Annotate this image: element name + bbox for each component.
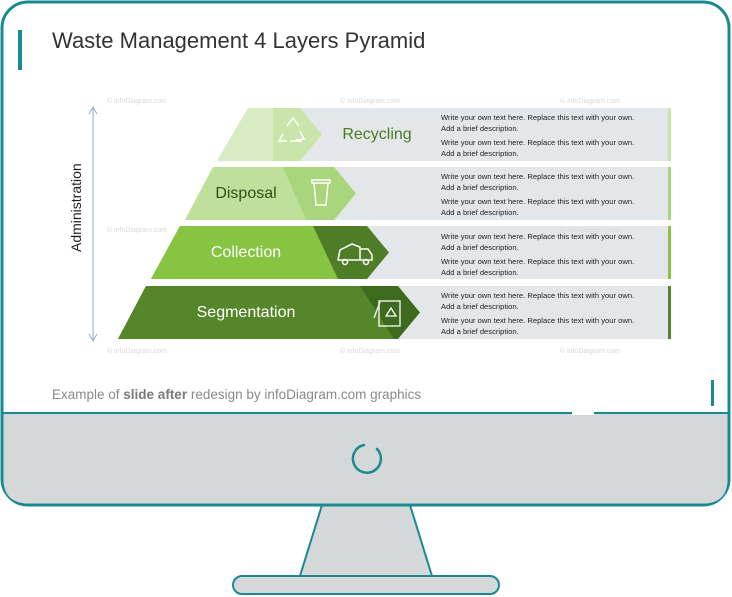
watermark: © infoDiagram.com xyxy=(340,347,400,355)
layer-description-recycling: Write your own text here. Replace this t… xyxy=(441,113,635,158)
layer-label-segmentation: Segmentation xyxy=(196,304,296,321)
footer-caption: Example of slide after redesign by infoD… xyxy=(52,387,422,402)
watermark: © infoDiagram.com xyxy=(340,97,400,105)
slide-title: Waste Management 4 Layers Pyramid xyxy=(52,28,426,53)
layer-label-disposal: Disposal xyxy=(215,185,277,202)
layer-description-segmentation: Write your own text here. Replace this t… xyxy=(441,291,635,336)
administration-axis-label: Administration xyxy=(68,163,84,252)
power-button-icon[interactable] xyxy=(351,443,383,474)
watermark: © infoDiagram.com xyxy=(107,97,167,105)
watermark: © infoDiagram.com xyxy=(560,97,620,105)
layer-description-disposal: Write your own text here. Replace this t… xyxy=(441,172,635,217)
sorting-bin-icon xyxy=(373,300,401,327)
monitor-stand xyxy=(298,504,434,577)
monitor-base xyxy=(232,575,500,595)
title-accent-bar xyxy=(18,30,22,70)
side-accent-bar xyxy=(711,380,714,406)
layer-description-collection: Write your own text here. Replace this t… xyxy=(441,232,635,277)
garbage-truck-icon xyxy=(337,243,373,266)
monitor-chin xyxy=(3,413,728,504)
watermark: © infoDiagram.com xyxy=(107,226,167,234)
trash-bin-icon xyxy=(311,179,331,206)
recycle-icon xyxy=(277,116,306,142)
layer-label-recycling: Recycling xyxy=(342,126,412,143)
watermark: © infoDiagram.com xyxy=(107,347,167,355)
layer-label-collection: Collection xyxy=(210,244,282,261)
watermark: © infoDiagram.com xyxy=(560,347,620,355)
watermark: © infoDiagram.com xyxy=(560,226,620,234)
